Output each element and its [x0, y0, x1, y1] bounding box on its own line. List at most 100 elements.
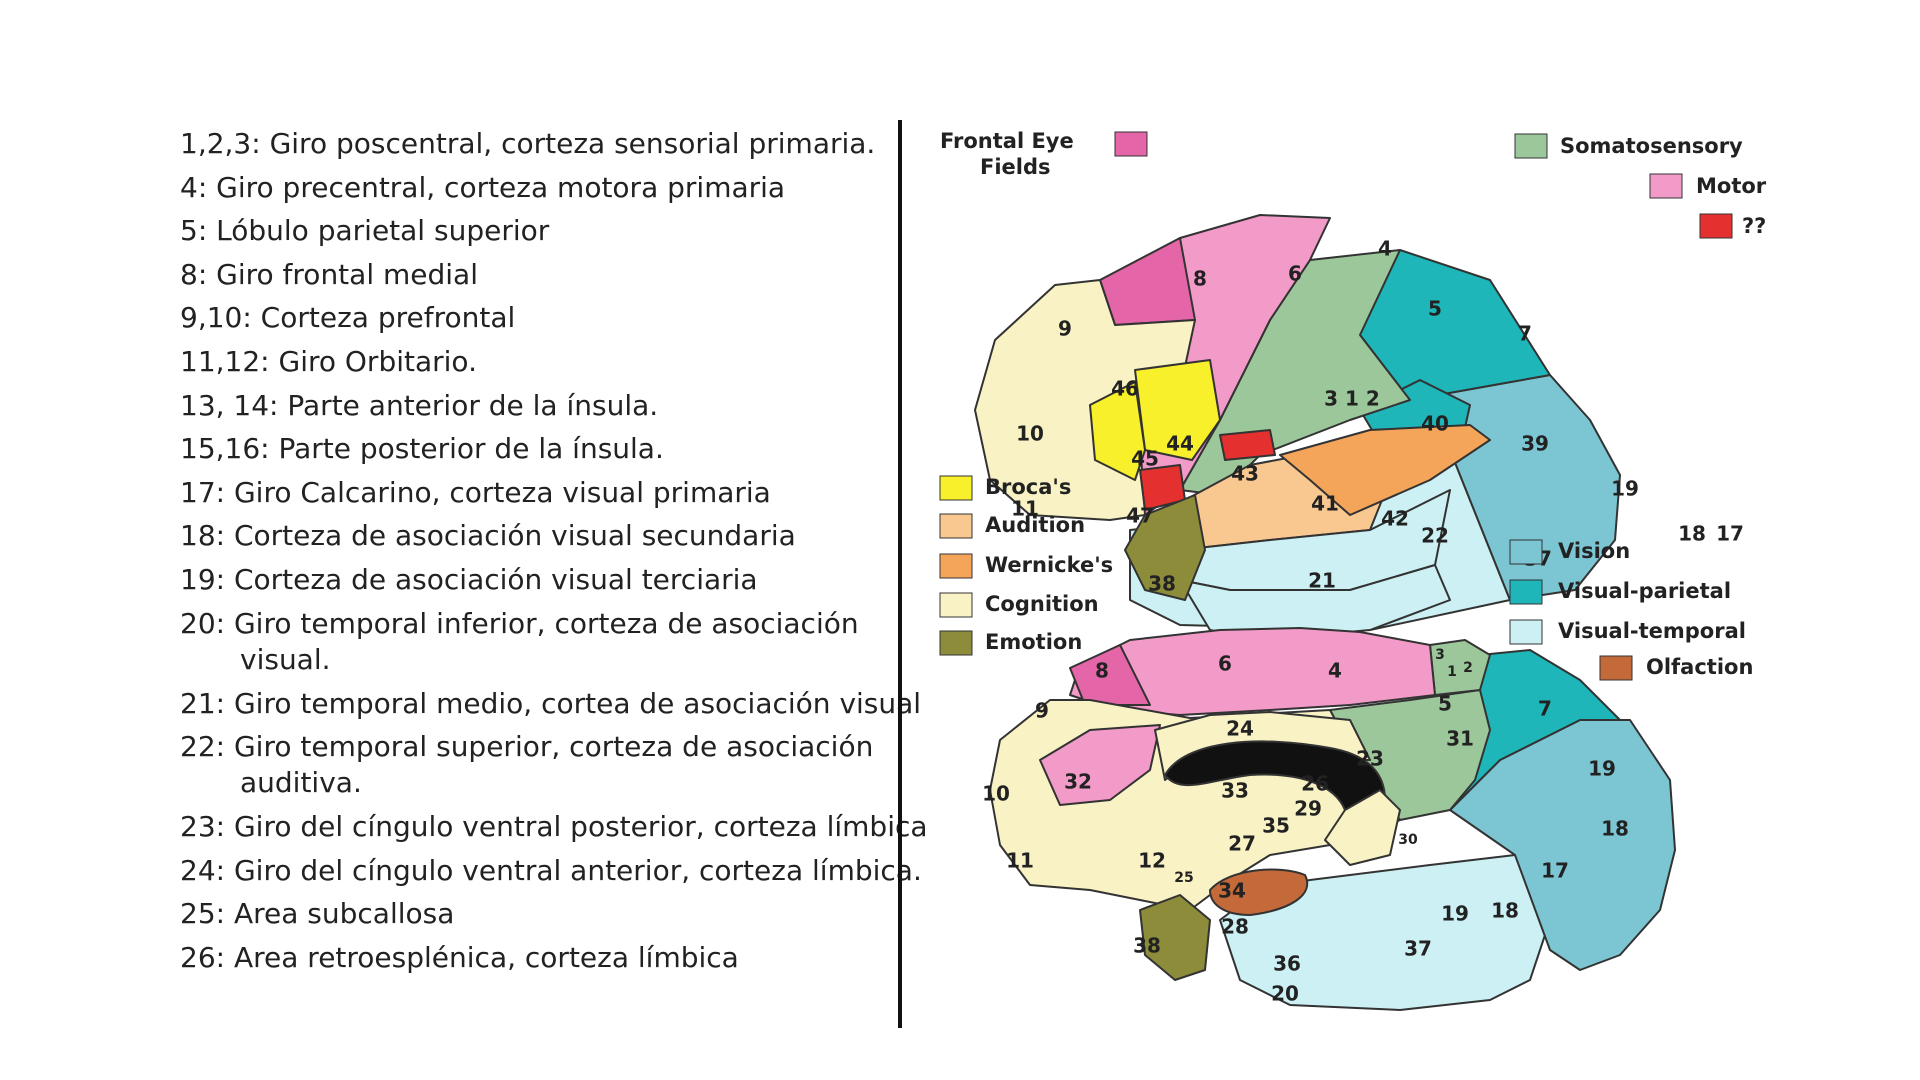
description-item: 17: Giro Calcarino, corteza visual prima…: [180, 471, 1180, 515]
medial-label-1: 1: [1447, 664, 1457, 680]
lateral-label-10: 10: [1016, 422, 1044, 446]
medial-label-5: 5: [1438, 692, 1452, 716]
medial-brain-view: 8 6 4 3 1 2 5 7 9 10 11 32 24 31 23 33 2…: [982, 627, 1676, 1011]
description-item: 19: Corteza de asociación visual terciar…: [180, 558, 1180, 602]
description-text: 21: Giro temporal medio, cortea de asoci…: [180, 686, 922, 720]
description-item: 22: Giro temporal superior, corteza de a…: [180, 729, 1180, 801]
description-item: 26: Area retroesplénica, corteza límbica: [180, 936, 1180, 980]
lateral-brain-view: 8 6 4 9 10 11 46 45 44 47 43 5 7 3 1 2 4…: [974, 214, 1744, 651]
medial-label-17: 17: [1541, 859, 1569, 883]
description-text: 5: Lóbulo parietal superior: [180, 214, 550, 248]
description-text: 25: Area subcallosa: [180, 897, 455, 931]
region-frontal-eye-fields: [1099, 237, 1196, 326]
region-unknown-red-43: [1219, 429, 1276, 461]
medial-label-25: 25: [1174, 870, 1193, 886]
lateral-label-22: 22: [1421, 524, 1449, 548]
medial-region-cingulate-23: [1324, 789, 1401, 866]
brodmann-diagram-svg: 8 6 4 9 10 11 46 45 44 47 43 5 7 3 1 2 4…: [939, 129, 1767, 1011]
description-item: 18: Corteza de asociación visual secunda…: [180, 514, 1180, 558]
lateral-label-4: 4: [1378, 237, 1392, 261]
medial-label-9: 9: [1035, 699, 1049, 723]
description-text: 15,16: Parte posterior de la ínsula.: [180, 432, 664, 466]
medial-label-31: 31: [1446, 727, 1474, 751]
medial-label-36: 36: [1273, 952, 1301, 976]
legend-cognition-label: Cognition: [985, 592, 1099, 616]
lateral-label-11: 11: [1011, 497, 1039, 521]
lateral-label-44: 44: [1166, 432, 1194, 456]
legend-frontal-eye-label-2: Fields: [980, 155, 1051, 179]
legend-swatch-audition: [939, 513, 973, 539]
medial-label-32: 32: [1064, 770, 1092, 794]
description-text: 23: Giro del cíngulo ventral posterior, …: [180, 810, 928, 844]
medial-label-24: 24: [1226, 717, 1254, 741]
description-text: 26: Area retroesplénica, corteza límbica: [180, 940, 739, 974]
region-broca-45: [1089, 381, 1146, 481]
legend-audition-label: Audition: [985, 513, 1085, 537]
legend-somatosensory-label: Somatosensory: [1560, 134, 1743, 158]
medial-label-3: 3: [1435, 647, 1445, 663]
medial-label-19b: 19: [1588, 757, 1616, 781]
medial-label-4: 4: [1328, 659, 1342, 683]
legend-swatch-visual-parietal: [1509, 579, 1543, 605]
lateral-label-41: 41: [1311, 492, 1339, 516]
description-text: 4: Giro precentral, corteza motora prima…: [180, 170, 786, 204]
vertical-divider: [898, 120, 902, 1028]
description-item: 25: Area subcallosa: [180, 892, 1180, 936]
legend-visual-temporal-label: Visual-temporal: [1558, 619, 1746, 643]
lateral-label-3-1-2: 3 1 2: [1324, 387, 1380, 411]
description-text: 1,2,3: Giro poscentral, corteza sensoria…: [180, 127, 876, 160]
description-item: 15,16: Parte posterior de la ínsula.: [180, 427, 1180, 471]
legend-swatch-olfaction: [1599, 655, 1633, 681]
medial-label-30: 30: [1398, 832, 1418, 848]
medial-label-23: 23: [1356, 747, 1384, 771]
description-item: 23: Giro del cíngulo ventral posterior, …: [180, 805, 1180, 849]
lateral-label-46: 46: [1111, 377, 1139, 401]
lateral-label-17: 17: [1716, 522, 1744, 546]
lateral-label-47: 47: [1126, 504, 1154, 528]
description-text: 13, 14: Parte anterior de la ínsula.: [180, 388, 659, 422]
legend-vision-label: Vision: [1558, 539, 1630, 563]
description-item: 8: Giro frontal medial: [180, 253, 1180, 297]
area-description-list: 1,2,3: Giro poscentral, corteza sensoria…: [180, 122, 1180, 980]
legend-unknown-label: ??: [1742, 214, 1766, 238]
medial-label-18a: 18: [1491, 899, 1519, 923]
legend-swatch-cognition: [939, 592, 973, 618]
medial-label-10: 10: [982, 782, 1010, 806]
description-text: 20: Giro temporal inferior, corteza de a…: [180, 606, 859, 640]
medial-label-33: 33: [1221, 779, 1249, 803]
lateral-label-45: 45: [1131, 447, 1159, 471]
description-text: 11,12: Giro Orbitario.: [180, 344, 477, 378]
lateral-label-42: 42: [1381, 507, 1409, 531]
description-item: 11,12: Giro Orbitario.: [180, 340, 1180, 384]
lateral-label-8: 8: [1193, 267, 1207, 291]
medial-region-motor-32: [1039, 724, 1161, 806]
legend-swatch-visual-temporal: [1509, 619, 1543, 645]
description-item: 5: Lóbulo parietal superior: [180, 209, 1180, 253]
lateral-label-5: 5: [1428, 297, 1442, 321]
legend-swatch-frontal-eye: [1114, 131, 1148, 157]
description-item: 20: Giro temporal inferior, corteza de a…: [180, 606, 1180, 678]
legend-broca-label: Broca's: [985, 475, 1071, 499]
lateral-label-19: 19: [1611, 477, 1639, 501]
medial-label-35: 35: [1262, 814, 1290, 838]
description-text: 24: Giro del cíngulo ventral anterior, c…: [180, 853, 922, 887]
medial-label-11: 11: [1006, 849, 1034, 873]
medial-region-emotion: [1139, 894, 1211, 981]
description-item: 24: Giro del cíngulo ventral anterior, c…: [180, 849, 1180, 893]
description-item: 21: Giro temporal medio, cortea de asoci…: [180, 682, 1180, 726]
medial-label-27: 27: [1228, 832, 1256, 856]
medial-label-19a: 19: [1441, 902, 1469, 926]
legend-swatch-motor: [1649, 173, 1683, 199]
legend-frontal-eye-label-1: Frontal Eye: [940, 129, 1074, 153]
legend-swatch-vision: [1509, 539, 1543, 565]
description-text: 19: Corteza de asociación visual terciar…: [180, 562, 758, 596]
medial-label-20: 20: [1271, 982, 1299, 1006]
medial-label-12: 12: [1138, 849, 1166, 873]
description-text: 17: Giro Calcarino, corteza visual prima…: [180, 475, 771, 509]
legend-swatch-emotion: [939, 630, 973, 656]
medial-label-26: 26: [1301, 772, 1329, 796]
lateral-label-38: 38: [1148, 572, 1176, 596]
lateral-label-9: 9: [1058, 317, 1072, 341]
legend-swatch-unknown: [1699, 213, 1733, 239]
lateral-label-7: 7: [1518, 322, 1532, 346]
